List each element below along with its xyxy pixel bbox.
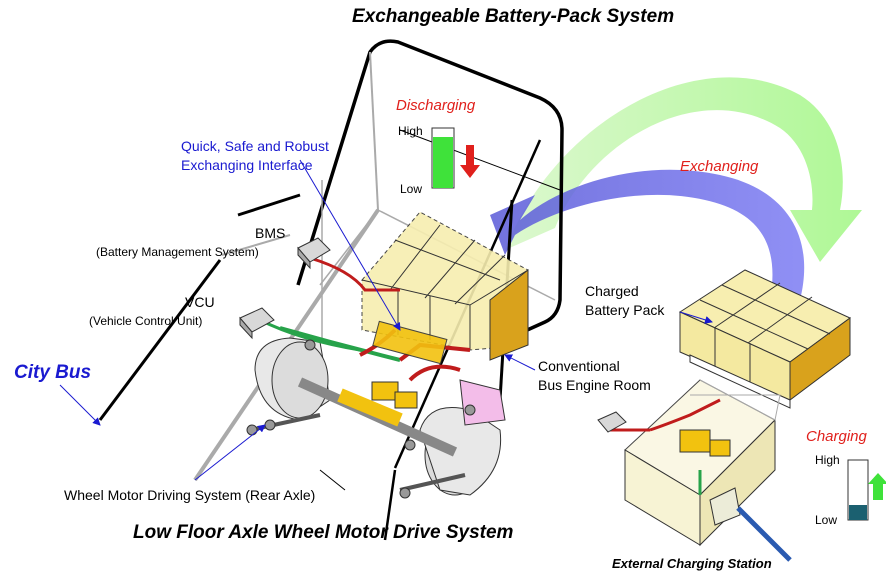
discharging-gauge	[431, 127, 480, 189]
charging-high-label: High	[815, 453, 840, 467]
exchange-arrow-blue	[490, 169, 805, 300]
bus-battery-pack	[361, 211, 529, 361]
bms-full-label: (Battery Management System)	[96, 245, 259, 259]
engine-room-line2: Bus Engine Room	[538, 377, 651, 393]
charging-station	[597, 379, 792, 562]
charging-low-label: Low	[815, 513, 838, 527]
engine-room-line1: Conventional	[538, 358, 620, 374]
quick-interface-line2: Exchanging Interface	[181, 157, 313, 173]
vcu-full-label: (Vehicle Control Unit)	[89, 314, 203, 328]
charged-pack-line1: Charged	[585, 283, 639, 299]
discharging-low-label: Low	[400, 182, 423, 196]
charging-label: Charging	[806, 428, 867, 445]
vcu-label: VCU	[185, 294, 215, 310]
bottom-title: Low Floor Axle Wheel Motor Drive System	[133, 522, 514, 543]
top-title: Exchangeable Battery-Pack System	[352, 6, 675, 27]
city-bus-label: City Bus	[14, 362, 92, 383]
discharging-high-label: High	[398, 124, 423, 138]
drivetrain	[246, 256, 506, 499]
bms-module	[297, 237, 331, 270]
pointer-arrows	[59, 159, 713, 491]
exchange-arrow-green	[505, 77, 862, 262]
charging-gauge	[847, 459, 886, 521]
external-station-label: External Charging Station	[612, 556, 772, 571]
vcu-module	[239, 307, 275, 340]
charged-pack-line2: Battery Pack	[585, 302, 665, 318]
quick-interface-line1: Quick, Safe and Robust	[181, 138, 329, 154]
discharging-label: Discharging	[396, 97, 476, 114]
bms-label: BMS	[255, 225, 286, 241]
wheel-motor-label: Wheel Motor Driving System (Rear Axle)	[64, 487, 316, 503]
exchanging-label: Exchanging	[680, 158, 759, 175]
